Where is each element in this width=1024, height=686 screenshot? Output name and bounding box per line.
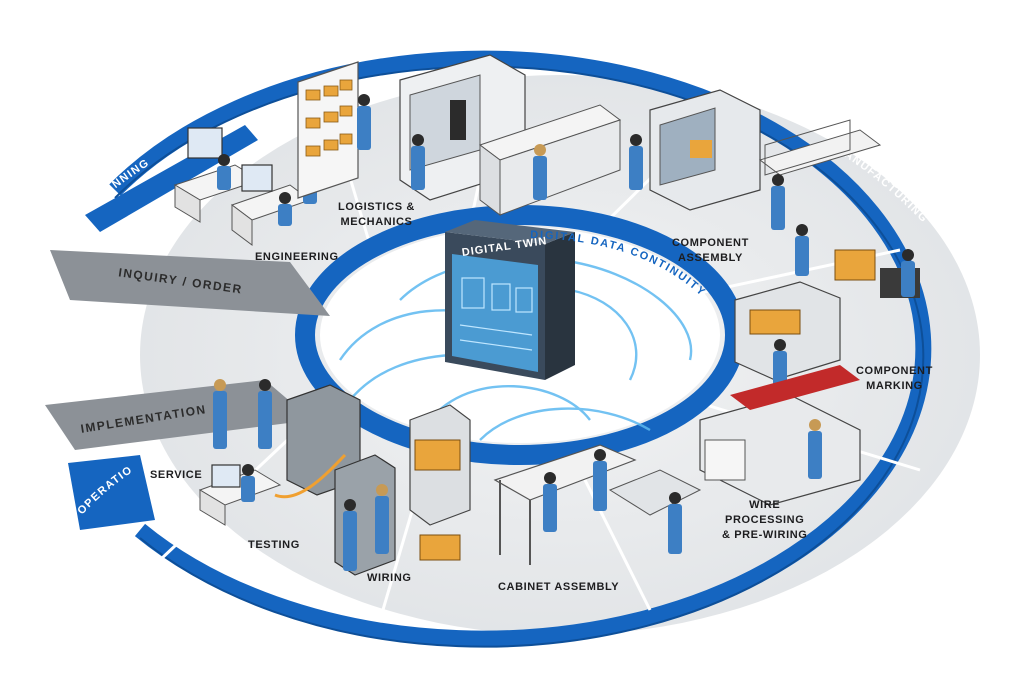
label-wiring-line-1: WIRING — [367, 572, 412, 584]
label-wire-processing-line-3: & PRE-WIRING — [722, 529, 808, 541]
service-testing-area — [198, 379, 282, 526]
component-marking-machine — [734, 281, 841, 391]
label-wire-processing: WIRE PROCESSING & PRE-WIRING — [722, 498, 807, 543]
outer-blue-ring-edge — [114, 65, 925, 648]
mechanics-machine — [399, 54, 622, 216]
label-engineering-line-1: ENGINEERING — [255, 251, 339, 263]
label-component-marking-line-2: MARKING — [866, 380, 923, 392]
label-component-assembly-line-1: COMPONENT — [672, 237, 749, 249]
label-testing: TESTING — [248, 538, 300, 553]
label-component-marking: COMPONENT MARKING — [856, 364, 933, 394]
label-testing-line-1: TESTING — [248, 539, 300, 551]
label-logistics-mechanics: LOGISTICS & MECHANICS — [338, 200, 415, 230]
cabinet-assembly-station — [493, 444, 702, 565]
logistics-shelves — [297, 61, 371, 199]
inquiry-tab-shape — [50, 250, 330, 316]
label-logistics-line-1: LOGISTICS & — [338, 201, 415, 213]
label-logistics-line-2: MECHANICS — [340, 216, 413, 228]
label-cabinet-assembly-line-1: CABINET ASSEMBLY — [498, 581, 620, 593]
label-component-assembly-line-2: ASSEMBLY — [677, 252, 743, 264]
component-assembly-machine — [629, 89, 920, 298]
label-component-marking-line-1: COMPONENT — [856, 365, 933, 377]
label-component-assembly: COMPONENT ASSEMBLY — [672, 236, 749, 266]
label-service: SERVICE — [150, 468, 202, 483]
implementation-tab-shape — [45, 380, 312, 450]
label-wire-processing-line-1: WIRE — [749, 499, 781, 511]
digital-twin-cabinet — [445, 220, 575, 380]
wire-processing-machine — [699, 365, 861, 506]
label-cabinet-assembly: CABINET ASSEMBLY — [498, 580, 619, 595]
label-engineering: ENGINEERING — [255, 250, 339, 265]
wiring-station — [274, 384, 471, 576]
label-wiring: WIRING — [367, 571, 412, 586]
operation-tab-shape — [68, 455, 155, 530]
label-wire-processing-line-2: PROCESSING — [725, 514, 805, 526]
label-service-line-1: SERVICE — [150, 469, 203, 481]
